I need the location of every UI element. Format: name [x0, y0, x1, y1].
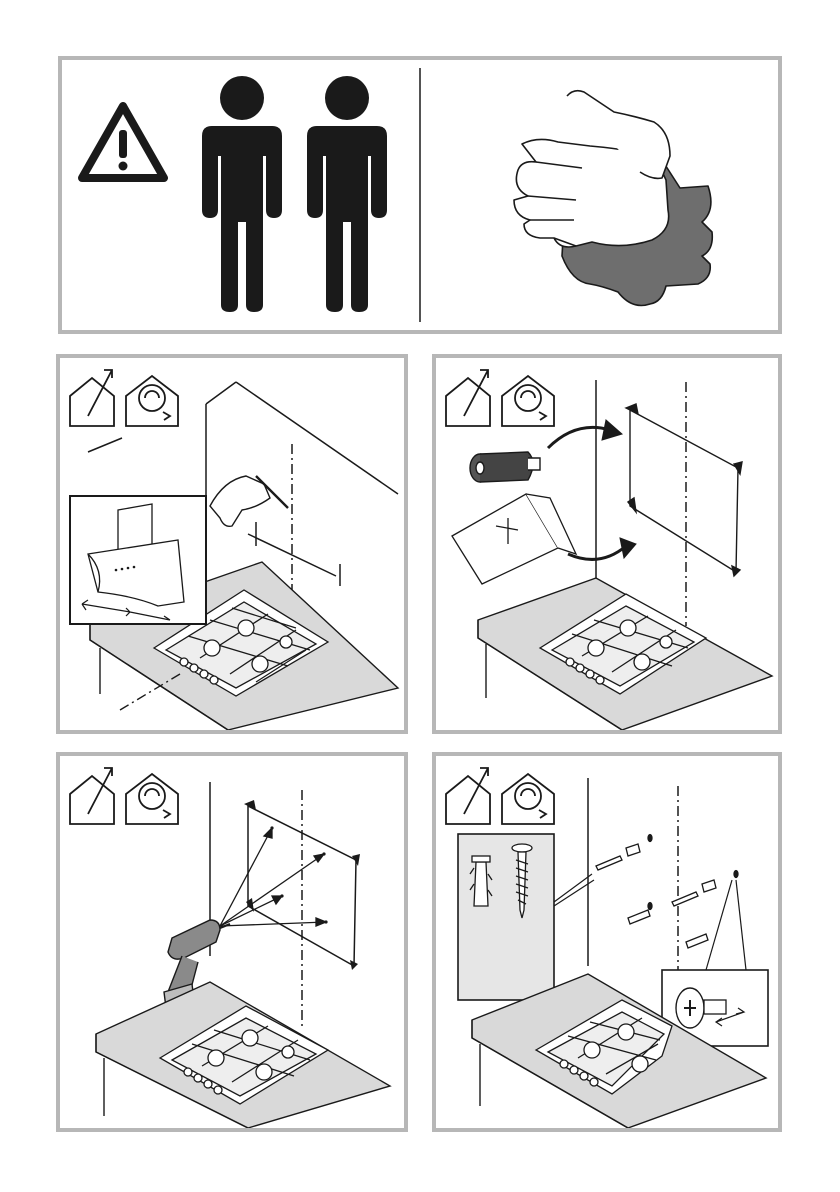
recirculation-icon — [126, 376, 178, 426]
vent-outside-icon — [446, 768, 490, 824]
fixing-illustration — [436, 756, 778, 1128]
paper-template-icon — [452, 494, 576, 584]
tape-roll-icon — [470, 452, 540, 482]
mark-wall-illustration — [60, 358, 404, 730]
template-panel — [432, 354, 782, 734]
person-icon — [307, 76, 387, 312]
drill-panel — [56, 752, 408, 1132]
safety-illustration — [62, 60, 778, 330]
recirculation-icon — [502, 376, 554, 426]
vent-outside-icon — [70, 768, 114, 824]
gloves-icon — [514, 91, 712, 306]
vent-outside-icon — [446, 370, 490, 426]
vent-outside-icon — [70, 370, 114, 426]
hood-icon — [70, 496, 206, 624]
parts-inset — [458, 834, 594, 1000]
recirculation-icon — [502, 774, 554, 824]
fixing-panel — [432, 752, 782, 1132]
recirculation-icon — [126, 774, 178, 824]
warning-triangle-icon — [82, 106, 164, 178]
pencil-hand-icon — [210, 476, 288, 526]
safety-panel — [58, 56, 782, 334]
mark-wall-panel — [56, 354, 408, 734]
drill-illustration — [60, 756, 404, 1128]
paper-template-icon — [626, 404, 742, 576]
template-illustration — [436, 358, 778, 730]
person-icon — [202, 76, 282, 312]
